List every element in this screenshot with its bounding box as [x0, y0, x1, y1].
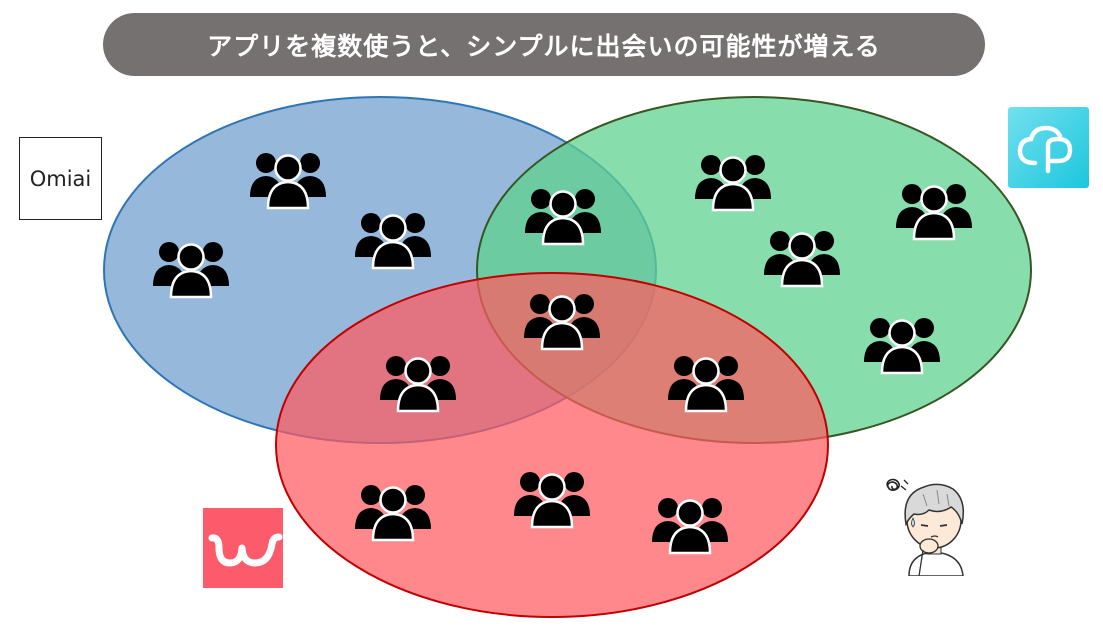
title-text: アプリを複数使うと、シンプルに出会いの可能性が増える — [207, 31, 881, 61]
w-icon — [208, 533, 283, 567]
omiai-logo-icon: Omiai — [19, 137, 102, 220]
omiai-logo-text: Omiai — [29, 166, 92, 191]
title-banner: アプリを複数使うと、シンプルに出会いの可能性が増える — [103, 13, 985, 76]
worried-person-illustration — [886, 478, 965, 576]
cloud-p-icon — [1017, 125, 1073, 174]
pairs-logo-icon — [1008, 107, 1089, 188]
with-logo-icon — [203, 508, 283, 588]
